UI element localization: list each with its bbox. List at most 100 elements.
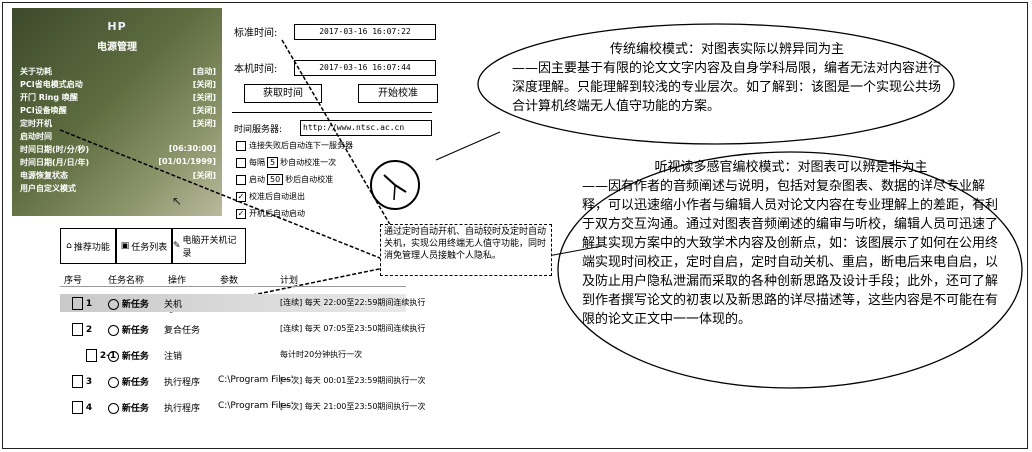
checkbox[interactable] bbox=[236, 174, 246, 185]
bios-row-value: [01/01/1999] bbox=[158, 157, 216, 166]
option-suffix: 秒后自动校准 bbox=[285, 175, 334, 184]
task-op: 执行程序 bbox=[164, 378, 201, 388]
bios-row-value: [关闭] bbox=[192, 106, 216, 115]
bios-row-value: [关闭] bbox=[192, 80, 216, 89]
task-plan: [一次] 每天 21:00至23:50期间执行一次 bbox=[280, 402, 426, 411]
table-row[interactable]: 2 新任务 复合任务 [连续] 每天 07:05至23:50期间连续执行 bbox=[60, 320, 425, 338]
tab-task-list[interactable]: ▣任务列表 bbox=[116, 228, 172, 264]
sync-option[interactable]: ✓开机后自动启动 bbox=[236, 208, 305, 219]
task-status-icon bbox=[108, 299, 119, 310]
task-id: 3 bbox=[85, 377, 93, 387]
option-text: 每隔 bbox=[249, 158, 265, 167]
bios-menu-row: 定时开机 [关闭] bbox=[20, 118, 216, 129]
tab-label: 任务列表 bbox=[131, 242, 168, 253]
panel-divider bbox=[232, 112, 432, 113]
option-text: 启动 bbox=[249, 175, 265, 184]
callout1-pointer bbox=[435, 131, 501, 161]
pencil-icon: ✎ bbox=[173, 241, 181, 251]
table-row[interactable]: 1 新任务关机[连续] 每天 22:00至22:59期间连续执行 bbox=[60, 294, 425, 312]
task-param: C:\Program Files' bbox=[218, 375, 294, 385]
task-plan: 每计时20分钟执行一次 bbox=[280, 350, 363, 359]
checkbox[interactable]: ✓ bbox=[236, 208, 246, 219]
bios-row-label: 电源恢复状态 bbox=[20, 171, 68, 180]
bios-menu-row: 开门 Ring 唤醒[关闭] bbox=[20, 92, 216, 103]
callout2-bubble bbox=[557, 151, 1023, 389]
bios-connector bbox=[59, 129, 391, 263]
task-op: 注销 bbox=[164, 352, 183, 362]
get-time-button[interactable]: 获取时间 bbox=[244, 84, 322, 103]
bios-row-label: 关于功耗 bbox=[20, 67, 52, 76]
sync-option[interactable]: ✓校准后自动退出 bbox=[236, 191, 305, 202]
bios-row-label: PCI省电模式启动 bbox=[20, 80, 83, 89]
task-id: 2 bbox=[85, 325, 93, 335]
task-status-icon bbox=[108, 351, 119, 362]
task-name: 新任务 bbox=[121, 326, 149, 336]
bios-title: HP bbox=[107, 20, 127, 33]
task-icon bbox=[72, 375, 83, 388]
task-status-icon bbox=[108, 403, 119, 414]
bios-menu-row: 时间日期(月/日/年)[01/01/1999] bbox=[20, 157, 216, 168]
tab-recommended[interactable]: ⌂推荐功能 bbox=[60, 228, 116, 264]
bios-row-label: 启动时间 bbox=[20, 132, 52, 141]
task-list-window: ⌂推荐功能 ▣任务列表 ✎电脑开关机记录 序号 任务名称 操作 参数 计划 1 … bbox=[60, 228, 425, 438]
bios-menu-row: 用户自定义模式 bbox=[20, 183, 216, 194]
task-icon bbox=[72, 323, 83, 336]
standard-time-label: 标准时间: bbox=[234, 28, 278, 39]
bios-row-label: 开门 Ring 唤醒 bbox=[20, 93, 78, 102]
task-plan: [连续] 每天 22:00至22:59期间连续执行 bbox=[280, 298, 426, 307]
option-number[interactable]: 5 bbox=[267, 157, 279, 168]
server-select[interactable]: http://www.ntsc.ac.cn bbox=[300, 120, 432, 136]
start-sync-button[interactable]: 开始校准 bbox=[358, 84, 438, 103]
option-text: 开机后自动启动 bbox=[249, 209, 305, 218]
col-header: 操作 bbox=[168, 276, 187, 286]
mouse-cursor-icon: ↖ bbox=[172, 194, 183, 208]
checkbox[interactable] bbox=[236, 157, 246, 168]
bios-row-value: [关闭] bbox=[192, 171, 216, 180]
checkbox[interactable] bbox=[236, 140, 246, 151]
bios-row-value: [关闭] bbox=[192, 119, 216, 128]
bios-row-value: [自动] bbox=[192, 67, 216, 76]
callout-traditional: 传统编校模式：对图表实际以辨异同为主 ——因主要基于有限的论文文字内容及自身学科… bbox=[512, 40, 942, 116]
callout1-bubble bbox=[477, 23, 955, 145]
task-plan: [连续] 每天 07:05至23:50期间连续执行 bbox=[280, 324, 426, 333]
col-header: 序号 bbox=[64, 276, 83, 286]
tab-power-log[interactable]: ✎电脑开关机记录 bbox=[172, 228, 246, 264]
task-name: 新任务 bbox=[121, 352, 149, 362]
bios-row-label: 时间日期(时/分/秒) bbox=[20, 145, 90, 154]
task-id: 1 bbox=[85, 299, 93, 309]
task-status-icon bbox=[108, 377, 119, 388]
server-label: 时间服务器: bbox=[234, 125, 283, 135]
table-row[interactable]: 2-1 新任务注销每计时20分钟执行一次 bbox=[60, 346, 406, 364]
task-plan: [一次] 每天 00:01至23:59期间执行一次 bbox=[280, 376, 426, 385]
standard-time-field: 2017-03-16 16:07:22 bbox=[294, 24, 436, 40]
bios-screen-photo: HP 电源管理 关于功耗[自动]PCI省电模式启动[关闭]开门 Ring 唤醒[… bbox=[12, 8, 222, 216]
bios-menu-row: 关于功耗 [自动] bbox=[20, 66, 216, 77]
bios-subtitle: 电源管理 bbox=[97, 42, 137, 53]
home-icon: ⌂ bbox=[66, 241, 72, 251]
option-number[interactable]: 50 bbox=[267, 174, 284, 185]
bios-row-label: 定时开机 bbox=[20, 119, 52, 128]
tab-label: 推荐功能 bbox=[73, 242, 110, 253]
table-row[interactable]: 3 新任务 执行程序 C:\Program Files'[一次] 每天 00:01至… bbox=[60, 372, 425, 390]
bios-menu-row: PCI设备唤醒 [关闭] bbox=[20, 105, 216, 116]
solution-note: 通过定时自动开机、自动较时及定时自动关机，实现公用终端无人值守功能，同时消免管理… bbox=[380, 224, 552, 276]
task-op: 关机 bbox=[164, 300, 183, 310]
col-header: 任务名称 bbox=[108, 276, 145, 286]
bios-menu-row: 启动时间 bbox=[20, 131, 216, 142]
clock-icon bbox=[370, 160, 420, 210]
bios-menu-row: PCI省电模式启动 [关闭] bbox=[20, 79, 216, 90]
bios-row-label: PCI设备唤醒 bbox=[20, 106, 67, 115]
local-time-field: 2017-03-16 16:07:44 bbox=[294, 60, 436, 76]
checkbox[interactable]: ✓ bbox=[236, 191, 246, 202]
option-text: 校准后自动退出 bbox=[249, 192, 305, 201]
bios-row-label: 用户自定义模式 bbox=[20, 184, 76, 193]
task-op: 复合任务 bbox=[164, 326, 201, 336]
sync-option[interactable]: 连接失败后自动连下一服务器 bbox=[236, 140, 353, 151]
task-param: C:\Program Files' bbox=[218, 401, 294, 411]
sync-connector bbox=[281, 39, 393, 229]
task-name: 新任务 bbox=[121, 378, 149, 388]
